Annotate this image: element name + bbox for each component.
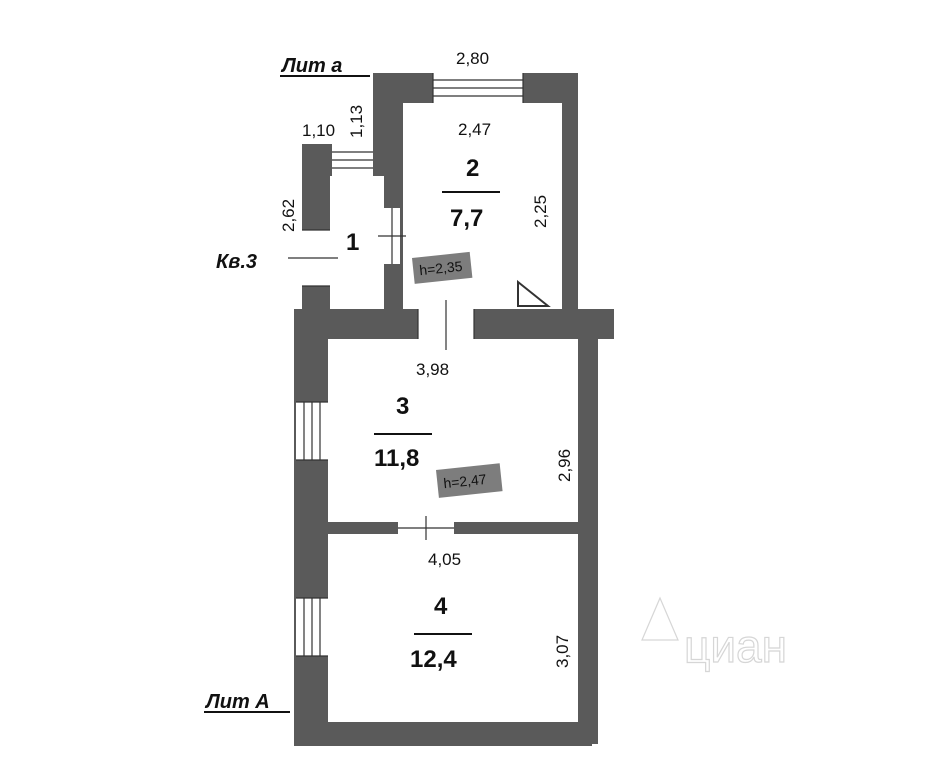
room4-area: 12,4 [410, 646, 457, 673]
room2-area: 7,7 [450, 205, 483, 232]
room-labels: 1 2 7,7 3 11,8 4 12,4 [346, 155, 500, 673]
height-upper-text: h=2,35 [418, 258, 463, 278]
watermark-logo-icon [641, 596, 679, 641]
room1-number: 1 [346, 229, 359, 256]
room4-number: 4 [434, 593, 448, 620]
dim-top-width: 2,80 [456, 49, 489, 68]
dim-room4-depth: 3,07 [553, 635, 572, 668]
dim-room1-height: 2,62 [279, 199, 298, 232]
wall-room1-left [302, 144, 330, 312]
watermark-text: циан [684, 620, 787, 672]
apartment-label: Кв.3 [216, 251, 257, 273]
room2-number: 2 [466, 155, 479, 182]
dim-vestibule-length: 1,13 [347, 105, 366, 138]
windows [288, 73, 524, 657]
building-labels: Лит а Кв.3 Лит А [204, 55, 370, 713]
wall-left-lower [294, 309, 328, 745]
dim-room2-depth: 2,25 [531, 195, 550, 228]
wall-bottom [294, 722, 592, 746]
watermark: циан [641, 596, 788, 673]
lit-upper-label: Лит а [280, 55, 342, 77]
lit-lower-label: Лит А [204, 691, 270, 713]
room2-corner-angle [517, 279, 551, 307]
dim-room4-width: 4,05 [428, 550, 461, 569]
room1-floor [330, 176, 384, 309]
dim-room2-width: 2,47 [458, 120, 491, 139]
dim-vestibule-width: 1,10 [302, 121, 335, 140]
room3-number: 3 [396, 393, 409, 420]
wall-right-lower [578, 338, 598, 744]
height-tag-upper: h=2,35 [412, 251, 473, 284]
dim-room3-width: 3,98 [416, 360, 449, 379]
room-interiors [328, 103, 578, 722]
wall-room2-right [562, 73, 578, 313]
dim-room3-depth: 2,96 [555, 449, 574, 482]
doors [378, 208, 475, 540]
height-tag-lower: h=2,47 [436, 463, 503, 498]
height-lower-text: h=2,47 [443, 471, 488, 491]
room4-floor [328, 534, 578, 722]
dimensions: 2,80 1,10 1,13 2,62 2,47 2,25 3,98 2,96 … [279, 49, 574, 668]
room3-area: 11,8 [374, 445, 419, 472]
